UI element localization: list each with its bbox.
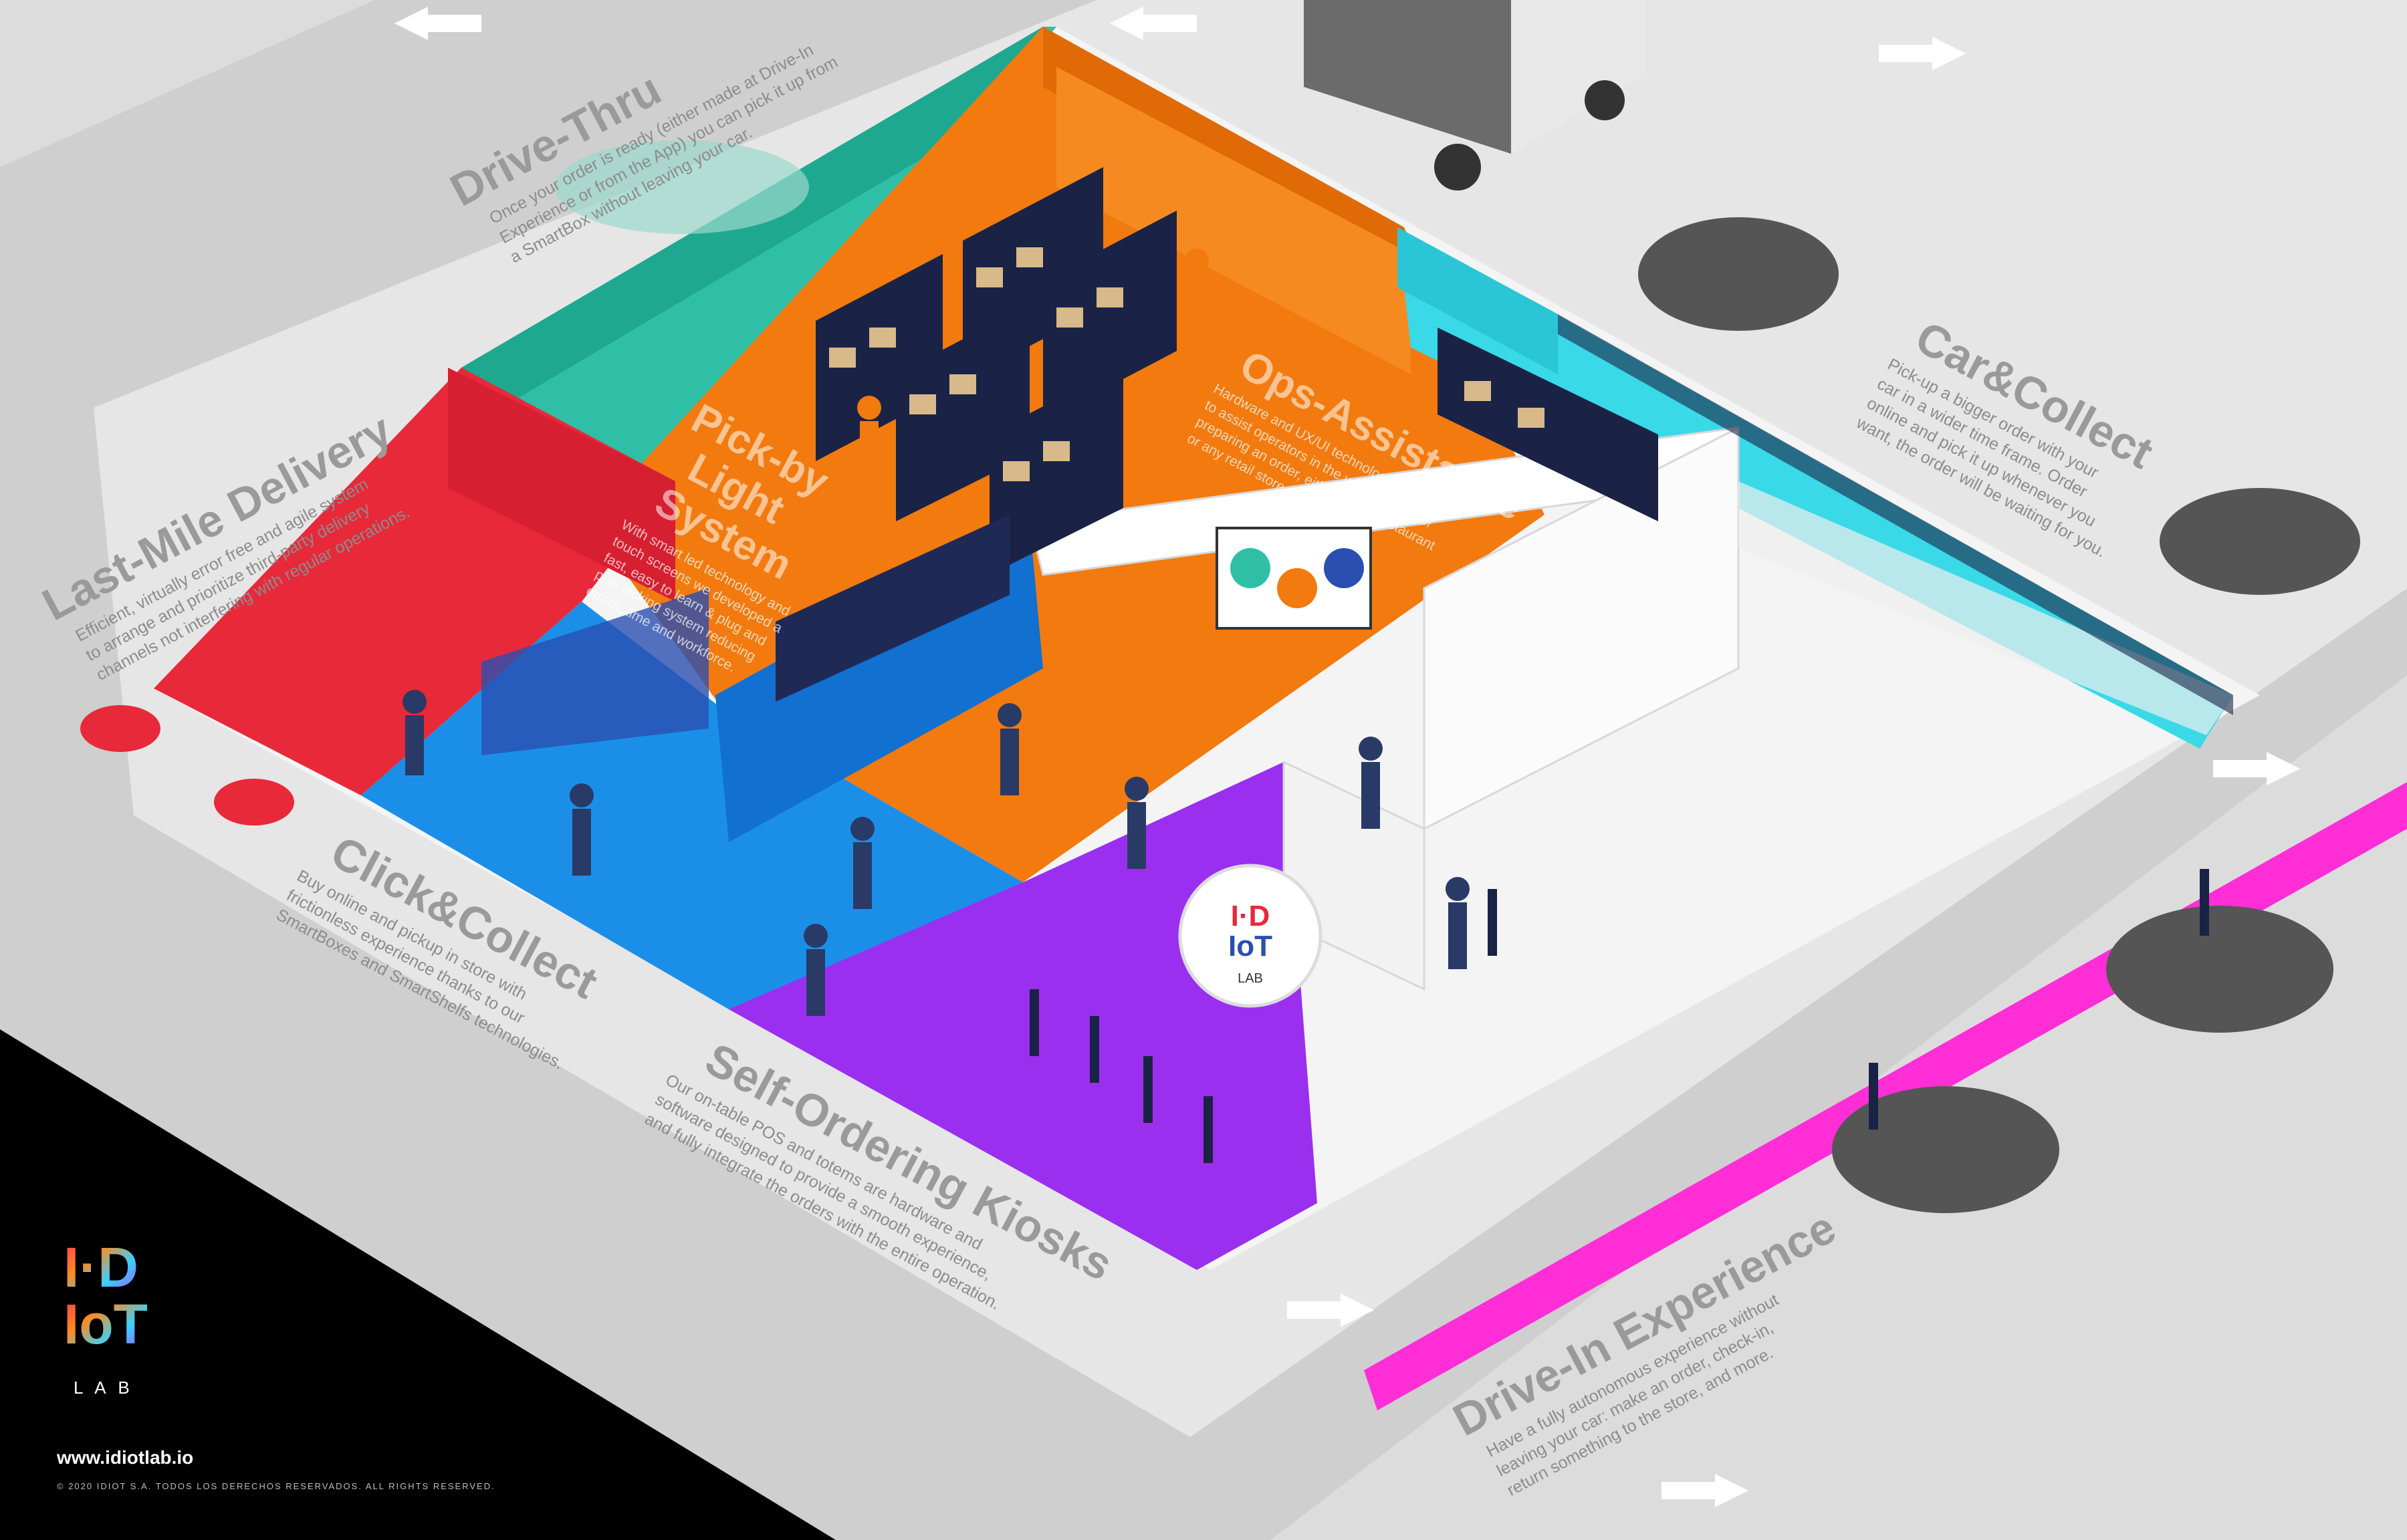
road-arrow-icon bbox=[1287, 1293, 1374, 1327]
truck-icon bbox=[1304, 0, 1645, 190]
road-arrow-icon bbox=[1661, 1474, 1748, 1507]
zone-last-mile-wall bbox=[448, 368, 675, 602]
road-arrow-icon bbox=[1110, 7, 1197, 40]
footer-copyright: © 2020 IDIOT S.A. TODOS LOS DERECHOS RES… bbox=[57, 1481, 495, 1491]
road-arrows bbox=[394, 7, 2300, 1507]
footer-url: www.idiotlab.io bbox=[56, 1447, 193, 1468]
kiosks bbox=[1030, 869, 2209, 1163]
iot-lab-sign: I·D IoT LAB bbox=[1178, 864, 1323, 1008]
scooter-icon bbox=[80, 705, 294, 825]
zone-car-collect-wall bbox=[1397, 227, 1558, 374]
footer-logo-sub: L A B bbox=[74, 1378, 134, 1398]
zone-self-ordering-floor bbox=[729, 762, 1317, 1270]
footer-corner bbox=[0, 1029, 836, 1540]
road-arrow-icon bbox=[1879, 37, 1966, 70]
footer: I·D IoT L A B www.idiotlab.io © 2020 IDI… bbox=[0, 1029, 836, 1540]
pick-by-light-shelves bbox=[816, 167, 1658, 575]
road-arrow-icon bbox=[2213, 752, 2300, 785]
ops-screen bbox=[1216, 527, 1372, 630]
sign-brand-line2: IoT bbox=[1228, 930, 1272, 962]
smartboxes bbox=[481, 314, 2233, 755]
sign-brand-line3: LAB bbox=[1238, 971, 1263, 986]
people bbox=[403, 249, 1470, 1016]
footer-logo-line2: IoT bbox=[64, 1293, 148, 1356]
road-arrow-icon bbox=[394, 7, 481, 40]
sign-brand-line1: I·D bbox=[1231, 900, 1270, 932]
footer-logo-line1: I·D bbox=[64, 1236, 138, 1299]
car-icon bbox=[555, 140, 2360, 1213]
vehicles bbox=[80, 0, 2360, 1213]
zone-drive-thru-wall bbox=[461, 27, 1043, 428]
zone-ops-assistance-wall bbox=[1056, 67, 1411, 374]
